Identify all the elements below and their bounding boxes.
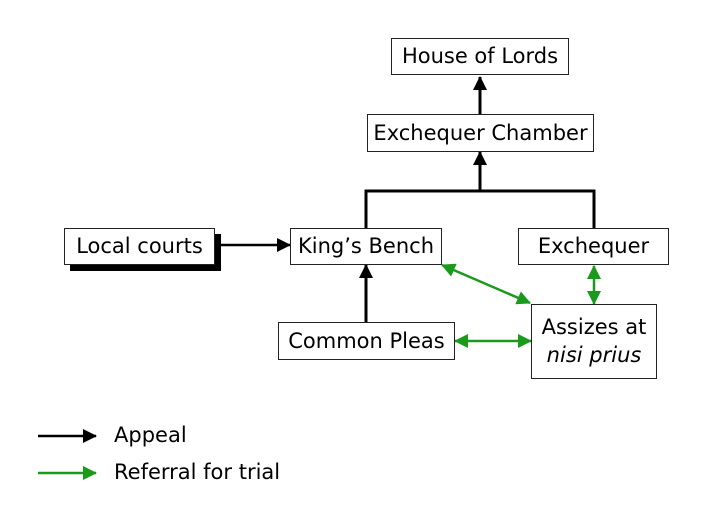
node-exchequer: Exchequer	[518, 228, 669, 265]
node-assizes-label-line2: nisi prius	[546, 342, 642, 367]
node-assizes-label-line1: Assizes at	[541, 315, 647, 340]
node-common-pleas: Common Pleas	[278, 322, 455, 360]
edge-kings-bench-assizes	[441, 263, 531, 305]
node-assizes: Assizes at nisi prius	[531, 304, 657, 379]
node-exchequer-label: Exchequer	[537, 234, 650, 258]
node-kings-bench: King’s Bench	[290, 228, 442, 265]
edge-bracket-kings-bench-exchequer	[364, 189, 596, 228]
node-exchequer-chamber-label: Exchequer Chamber	[373, 120, 588, 145]
node-house-of-lords-label: House of Lords	[401, 44, 559, 68]
node-local-courts-label: Local courts	[76, 234, 203, 258]
node-kings-bench-label: King’s Bench	[297, 234, 435, 258]
node-house-of-lords: House of Lords	[391, 38, 569, 75]
node-local-courts: Local courts	[64, 228, 215, 265]
node-exchequer-chamber: Exchequer Chamber	[367, 114, 594, 152]
node-common-pleas-label: Common Pleas	[288, 328, 445, 353]
legend-appeal-label: Appeal	[114, 423, 187, 447]
legend-referral-label: Referral for trial	[114, 460, 281, 484]
